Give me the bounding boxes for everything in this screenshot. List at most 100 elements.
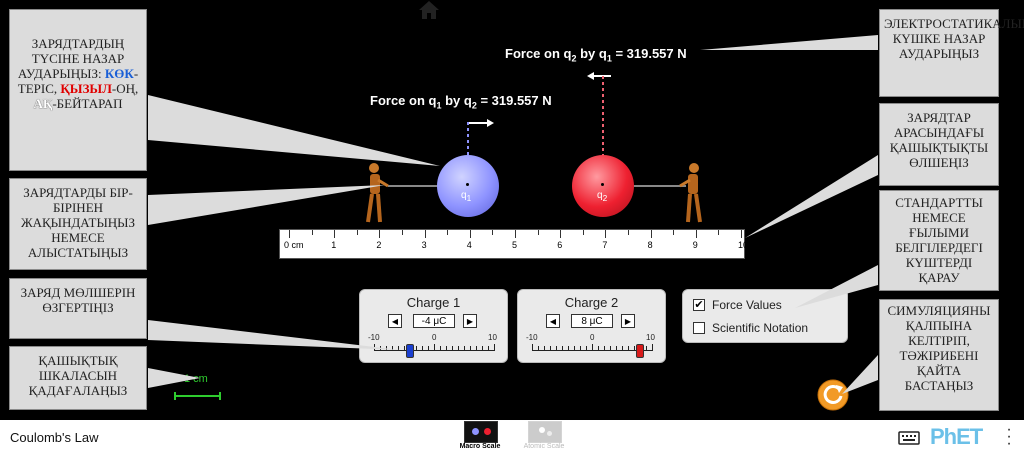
- ruler-tick-label: 3: [421, 240, 427, 250]
- decrement-button[interactable]: ◀: [546, 314, 560, 328]
- slider-tick: [550, 346, 551, 350]
- charge-q2-sphere[interactable]: [572, 155, 634, 217]
- ruler-major-tick: [515, 230, 516, 238]
- ruler-tick-label: 9: [692, 240, 698, 250]
- slider-tick: [488, 346, 489, 350]
- callout-pointers: [148, 35, 878, 394]
- screen-macro-scale[interactable]: Macro Scale: [460, 421, 500, 453]
- ruler-major-tick: [605, 230, 607, 238]
- charge-q2-label: q2: [597, 190, 608, 203]
- ruler-tick-label: 10: [738, 240, 749, 250]
- slider-tick: [464, 346, 465, 350]
- slider-tick: [386, 346, 387, 350]
- slider-tick: [586, 346, 587, 350]
- simulation-stage: Force on q2 by q1 = 319.557 N Force on q…: [0, 0, 1024, 420]
- slider-mid-label: 0: [590, 333, 595, 342]
- force-arrow-q2: [587, 72, 611, 80]
- ruler-tick-label: 7: [602, 240, 608, 250]
- callout-change-charge: ЗАРЯД МӨЛШЕРІН ӨЗГЕРТІҢІЗ: [9, 278, 147, 339]
- left-puller-figure[interactable]: [362, 160, 390, 226]
- scientific-notation-label: Scientific Notation: [712, 321, 809, 335]
- slider-tick: [494, 344, 495, 351]
- slider-tick: [532, 344, 533, 351]
- slider-tick: [568, 346, 569, 350]
- ruler-minor-tick: [537, 230, 539, 235]
- ruler-major-tick: [650, 230, 652, 238]
- charge-2-value[interactable]: 8 μC: [571, 314, 613, 328]
- force-on-q2-label: Force on q2 by q1 = 319.557 N: [505, 46, 687, 64]
- slider-tick: [398, 346, 399, 350]
- sim-title: Coulomb's Law: [10, 430, 99, 445]
- slider-tick: [622, 346, 623, 350]
- ruler-unit-label: 0 cm: [284, 240, 304, 250]
- distance-ruler[interactable]: 0 cm 1 2 3 4 5 6 7 8 9 10: [279, 229, 749, 259]
- callout-track-scale: ҚАШЫҚТЫҚ ШКАЛАСЫН ҚАДАҒАЛАҢЫЗ: [9, 346, 147, 410]
- callout-measure-distance: ЗАРЯДТАР АРАСЫНДАҒЫ ҚАШЫҚТЫҚТЫ ӨЛШЕҢІЗ: [879, 103, 999, 186]
- decrement-button[interactable]: ◀: [388, 314, 402, 328]
- ruler-tick-label: 6: [557, 240, 563, 250]
- ruler-major-tick: [289, 230, 290, 238]
- slider-tick: [652, 344, 653, 351]
- force-values-checkbox[interactable]: ✔: [693, 299, 705, 311]
- ruler-major-tick: [379, 230, 381, 238]
- ruler-minor-tick: [718, 230, 720, 235]
- slider-tick: [604, 346, 605, 350]
- phet-logo[interactable]: PhET: [930, 424, 983, 449]
- screen-atomic-scale[interactable]: Atomic Scale: [520, 421, 568, 453]
- macro-scale-label: Macro Scale: [459, 443, 501, 450]
- home-button[interactable]: [418, 0, 440, 20]
- increment-button[interactable]: ▶: [621, 314, 635, 328]
- slider-tick: [610, 346, 611, 350]
- scale-indicator-label: 1 cm: [184, 373, 208, 385]
- ruler-tick-label: 5: [512, 240, 518, 250]
- slider-tick: [434, 344, 435, 351]
- force-on-q1-label: Force on q1 by q2 = 319.557 N: [370, 93, 552, 111]
- slider-tick: [458, 346, 459, 350]
- ruler-tick-label: 1: [331, 240, 337, 250]
- slider-min-label: -10: [368, 333, 380, 342]
- charge-q1-sphere[interactable]: [437, 155, 499, 217]
- force-values-label: Force Values: [712, 298, 782, 312]
- callout-view-forces: СТАНДАРТТЫ НЕМЕСЕ ҒЫЛЫМИ БЕЛГІЛЕРДЕГІ КҮ…: [879, 190, 999, 291]
- keyboard-shortcuts-button[interactable]: [898, 431, 920, 445]
- phet-menu-icon[interactable]: ···: [1006, 421, 1012, 452]
- ruler-major-tick: [695, 230, 697, 238]
- increment-button[interactable]: ▶: [463, 314, 477, 328]
- slider-tick: [422, 346, 423, 350]
- slider-max-label: 10: [488, 333, 497, 342]
- ruler-tick-label: 4: [466, 240, 472, 250]
- right-puller-figure[interactable]: [678, 160, 706, 226]
- ruler-minor-tick: [356, 230, 358, 235]
- ruler-minor-tick: [402, 230, 403, 235]
- callout-charge-colors: ЗАРЯДТАРДЫҢ ТҮСІНЕ НАЗАР АУДАРЫҢЫЗ: КӨК-…: [9, 9, 147, 171]
- ruler-tick-label: 2: [376, 240, 382, 250]
- macro-scale-thumbnail: [464, 421, 498, 443]
- charge-q1-label: q1: [461, 190, 472, 203]
- slider-tick: [580, 346, 581, 350]
- charge-1-value[interactable]: -4 μC: [413, 314, 455, 328]
- ruler-major-tick: [560, 230, 562, 238]
- ruler-tick-label: 8: [647, 240, 653, 250]
- slider-min-label: -10: [526, 333, 538, 342]
- force-arrow-q1: [468, 119, 494, 127]
- slider-tick: [544, 346, 545, 350]
- ruler-major-tick: [424, 230, 426, 238]
- slider-tick: [440, 346, 441, 350]
- slider-tick: [452, 346, 453, 350]
- callout-electrostatic-force: ЭЛЕКТРОСТАТИКАЛЫҚ КҮШКЕ НАЗАР АУДАРЫҢЫЗ: [879, 9, 1024, 97]
- home-icon: [419, 1, 439, 19]
- charge-1-slider-thumb[interactable]: [406, 344, 414, 358]
- slider-tick: [592, 344, 593, 351]
- slider-tick: [428, 346, 429, 350]
- reset-all-button[interactable]: [817, 379, 849, 411]
- atomic-scale-label: Atomic Scale: [523, 443, 565, 450]
- ruler-minor-tick: [582, 230, 584, 235]
- charge-2-slider-thumb[interactable]: [636, 344, 644, 358]
- slider-tick: [574, 346, 575, 350]
- ruler-minor-tick: [673, 230, 675, 235]
- scientific-notation-checkbox[interactable]: [693, 322, 705, 334]
- slider-tick: [476, 346, 477, 350]
